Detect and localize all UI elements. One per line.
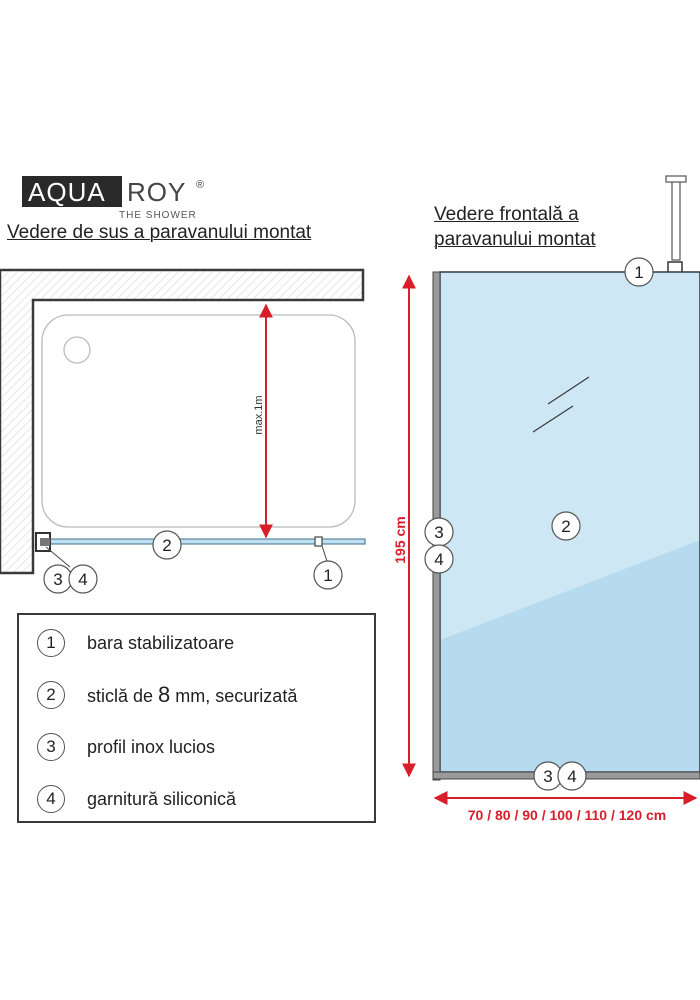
brand-logo: AQUA ROY ® THE SHOWER (22, 176, 204, 221)
callout-2-top: 2 (152, 530, 182, 560)
logo-registered-mark: ® (196, 179, 204, 191)
stabilizer-bracket-top (314, 536, 323, 547)
drain-icon (63, 336, 91, 364)
front-view-caption-line1: Vedere frontală a (434, 204, 579, 225)
max-dimension-label: max.1m (253, 395, 265, 434)
svg-text:4: 4 (567, 767, 576, 786)
callout-4-front-bottom: 4 (557, 761, 587, 791)
svg-text:4: 4 (78, 570, 87, 589)
front-view-diagram: 195 cm 70 / 80 / 90 / 100 / 110 / 120 cm… (392, 175, 700, 823)
logo-tagline: THE SHOWER (119, 210, 197, 221)
logo-text-left: AQUA (28, 177, 106, 207)
legend-label-pre: sticlă de (87, 686, 159, 706)
legend-number: 2 (37, 681, 65, 709)
callout-1-top: 1 (313, 560, 343, 590)
legend-label: bara stabilizatoare (87, 632, 235, 653)
legend-number: 4 (37, 785, 65, 813)
legend-item: 3 profil inox lucios (37, 732, 215, 762)
svg-text:1: 1 (323, 566, 332, 585)
svg-text:3: 3 (53, 570, 62, 589)
legend-label-post: mm, securizată (170, 686, 298, 706)
top-view-diagram: max.1m 2 3 4 1 (0, 268, 366, 594)
leader-34-top (45, 546, 71, 568)
glass-shade (440, 540, 700, 772)
top-view-caption: Vedere de sus a paravanului montat (7, 222, 312, 243)
legend-label: sticlă de 8 mm, securizată (87, 682, 297, 708)
callout-3-front-side: 3 (424, 517, 454, 547)
svg-text:2: 2 (561, 517, 570, 536)
glass-glare-1 (547, 376, 590, 405)
svg-text:2: 2 (162, 536, 171, 555)
legend-label-thickness: 8 (158, 682, 171, 707)
legend-label: garnitură siliconică (87, 788, 237, 809)
logo-text-right: ROY (127, 177, 186, 207)
width-dimension-label: 70 / 80 / 90 / 100 / 110 / 120 cm (468, 807, 667, 823)
legend-label: profil inox lucios (87, 736, 216, 757)
legend-item: 2 sticlă de 8 mm, securizată (37, 680, 297, 710)
svg-text:3: 3 (543, 767, 552, 786)
wall-section (0, 268, 365, 575)
legend-number: 3 (37, 733, 65, 761)
svg-text:3: 3 (434, 523, 443, 542)
glass-glare-2 (532, 405, 574, 433)
height-dimension-label: 195 cm (392, 516, 408, 563)
front-view-caption-line2: paravanului montat (434, 229, 596, 250)
stabilizer-mount-cap (665, 175, 687, 183)
callout-1-front: 1 (624, 257, 654, 287)
legend-number: 1 (37, 629, 65, 657)
callout-3-top: 3 (43, 564, 73, 594)
legend-item: 1 bara stabilizatoare (37, 628, 234, 658)
logo-dark-block (22, 176, 122, 207)
svg-text:1: 1 (634, 263, 643, 282)
callout-2-front: 2 (551, 511, 581, 541)
legend-box: 1 bara stabilizatoare 2 sticlă de 8 mm, … (17, 613, 376, 823)
legend-item: 4 garnitură siliconică (37, 784, 236, 814)
callout-4-front-side: 4 (424, 544, 454, 574)
shower-tray (41, 314, 356, 528)
callout-4-top: 4 (68, 564, 98, 594)
wall-profile-inner (40, 538, 50, 546)
stabilizer-rod-front (671, 179, 681, 261)
svg-text:4: 4 (434, 550, 443, 569)
